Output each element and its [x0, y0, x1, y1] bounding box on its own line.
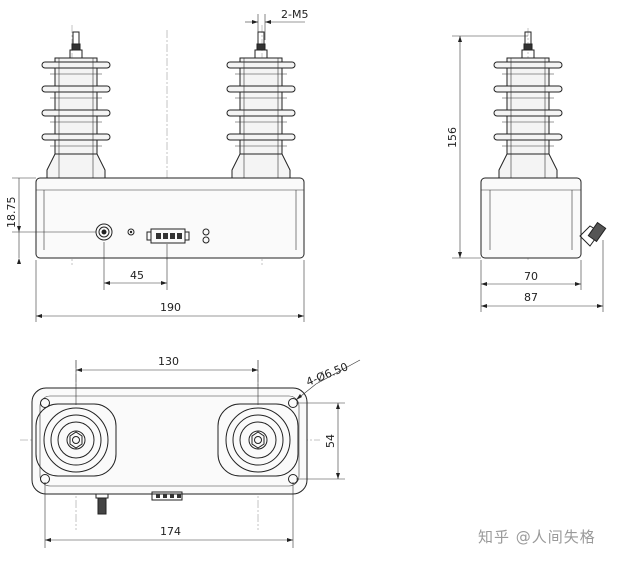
side-connector-icon: [579, 221, 607, 247]
front-width-label: 190: [160, 301, 181, 314]
holes-label: 4-Ø6.50: [304, 360, 350, 389]
left-insulator: [41, 31, 111, 181]
side-body-width-label: 70: [524, 270, 538, 283]
side-insulator: [493, 31, 563, 181]
front-view: 2-M5 18.75 45 190: [5, 8, 308, 322]
left-boss: [35, 403, 117, 477]
right-insulator: [226, 31, 296, 181]
side-height-label: 156: [446, 127, 459, 148]
connector-offset-label: 45: [130, 269, 144, 282]
hole-spacing-label: 130: [158, 355, 179, 368]
side-view: 156 70 87: [446, 28, 607, 312]
plan-width-label: 174: [160, 525, 181, 538]
watermark: 知乎 @人间失格: [478, 528, 596, 546]
right-boss: [217, 403, 299, 477]
thread-label: 2-M5: [281, 8, 308, 21]
side-housing: [480, 177, 582, 259]
side-total-width-label: 87: [524, 291, 538, 304]
plan-view: 130 4-Ø6.50 54 174: [20, 355, 361, 548]
housing: [35, 177, 305, 259]
plan-ground-stud-icon: [95, 493, 109, 515]
connector-icon: [146, 228, 190, 244]
plan-depth-label: 54: [324, 434, 337, 448]
height-offset-label: 18.75: [5, 197, 18, 229]
plan-connector-icon: [151, 491, 183, 501]
